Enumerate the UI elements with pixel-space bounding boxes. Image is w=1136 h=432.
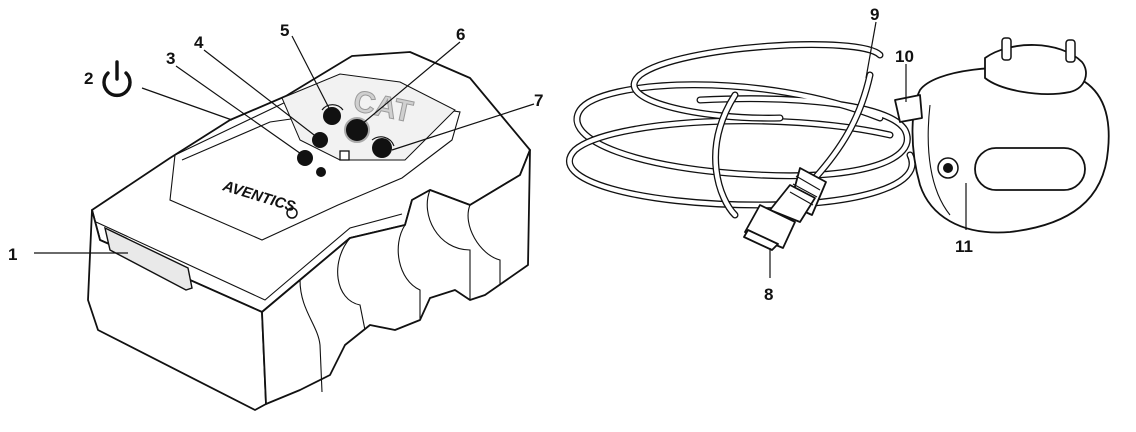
led-refresh [371,136,395,158]
prong-right [1065,39,1076,63]
callout-10: 10 [895,47,914,66]
micro-usb-plug [743,167,827,251]
callout-8: 8 [764,285,773,304]
callout-lines [34,21,967,278]
wall-charger [894,37,1110,234]
brand-mark [286,207,298,219]
callout-7: 7 [534,91,543,110]
prong-left [1001,37,1012,61]
callout-11: 11 [955,237,973,256]
callout-1: 1 [8,245,17,264]
receiver-device: CAT AVENTICS [87,51,531,411]
callout-9: 9 [870,5,879,24]
charger-window [974,147,1086,191]
power-icon [102,60,132,97]
coiled-cable [565,41,916,219]
bluetooth-icon [316,167,326,177]
callout-4: 4 [194,33,204,52]
wifi-icon [321,104,344,111]
callout-6: 6 [456,25,465,44]
callout-numbers: 1 2 3 4 5 6 7 8 9 10 11 [8,5,973,304]
callout-3: 3 [166,49,175,68]
refresh-icon [371,136,395,147]
grip-slot [103,226,193,291]
led-battery [312,132,328,148]
callout-5: 5 [280,21,289,40]
callout-2: 2 [84,69,93,88]
battery-icon [339,150,350,161]
charger-assembly [565,37,1110,251]
led-wifi [321,104,344,125]
led-main [344,117,370,143]
device-side-face [261,149,531,405]
